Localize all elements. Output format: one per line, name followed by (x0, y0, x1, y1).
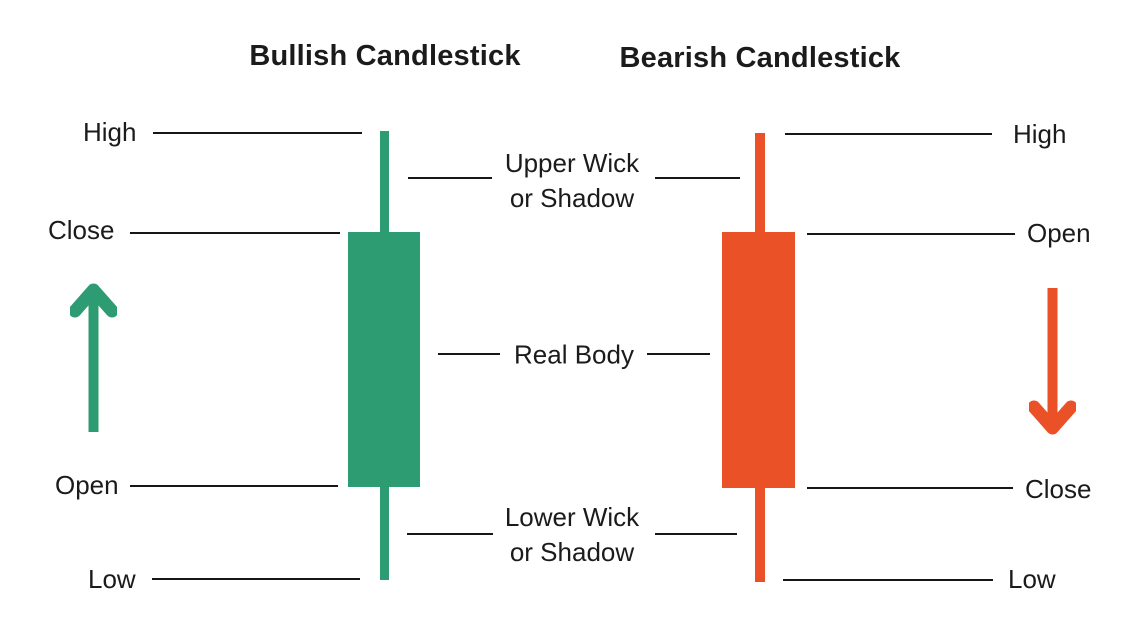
bearish-real-body (722, 232, 795, 488)
upper-wick-annotation: Upper Wick or Shadow (462, 146, 682, 216)
upper-wick-right-line (655, 177, 740, 179)
bullish-real-body (348, 232, 420, 487)
bullish-open-label: Open (55, 470, 119, 500)
bearish-high-label: High (1013, 119, 1067, 149)
bearish-down-arrow-icon (1029, 288, 1076, 435)
bullish-low-leader-line (152, 578, 360, 580)
bullish-title: Bullish Candlestick (249, 40, 521, 72)
upper-wick-left-line (408, 177, 492, 179)
lower-wick-annotation: Lower Wick or Shadow (462, 500, 682, 570)
bearish-close-label: Close (1025, 474, 1092, 504)
bearish-title: Bearish Candlestick (619, 42, 901, 74)
bullish-high-label: High (83, 117, 137, 147)
bearish-open-label: Open (1027, 218, 1091, 248)
lower-wick-right-line (655, 533, 737, 535)
bullish-close-label: Close (48, 215, 115, 245)
lower-wick-annotation-line2: or Shadow (509, 537, 635, 567)
lower-wick-annotation-line1: Lower Wick (504, 502, 640, 532)
upper-wick-annotation-line1: Upper Wick (504, 148, 640, 178)
upper-wick-annotation-line2: or Shadow (509, 183, 635, 213)
bullish-up-arrow-icon (70, 283, 117, 432)
lower-wick-left-line (407, 533, 493, 535)
real-body-left-line (438, 353, 500, 355)
bearish-low-leader-line (783, 579, 993, 581)
real-body-right-line (647, 353, 710, 355)
real-body-annotation: Real Body (514, 339, 634, 370)
bearish-low-label: Low (1008, 564, 1056, 594)
bullish-low-label: Low (88, 564, 136, 594)
bullish-high-leader-line (153, 132, 362, 134)
bearish-high-leader-line (785, 133, 992, 135)
bullish-open-leader-line (130, 485, 338, 487)
bearish-close-leader-line (807, 487, 1013, 489)
bullish-close-leader-line (130, 232, 340, 234)
bearish-open-leader-line (807, 233, 1015, 235)
